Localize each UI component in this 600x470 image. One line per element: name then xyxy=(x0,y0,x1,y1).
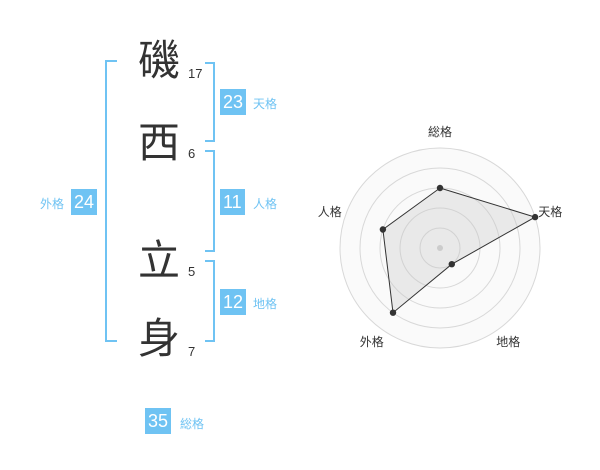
name-char-2: 西 xyxy=(138,118,181,167)
radar-axis-label-4: 外格 xyxy=(360,334,384,349)
jinkaku-bracket xyxy=(205,150,215,252)
radar-ring-1 xyxy=(419,227,461,269)
gaikaku-label: 外格 xyxy=(40,197,65,211)
name-char-1: 磯 xyxy=(138,36,181,85)
tenkaku-bracket xyxy=(205,62,215,142)
jinkaku-label: 人格 xyxy=(253,197,278,211)
tenkaku-badge: 23 xyxy=(220,89,247,115)
jinkaku-badge: 11 xyxy=(220,189,245,215)
chikaku-label: 地格 xyxy=(253,297,278,311)
radar-point-1 xyxy=(436,184,444,192)
chikaku-bracket xyxy=(205,260,215,342)
name-char-3: 立 xyxy=(138,236,181,285)
radar-axis-label-5: 人格 xyxy=(318,204,342,219)
stroke-count-3: 5 xyxy=(188,264,196,279)
soukaku-badge: 35 xyxy=(145,408,172,434)
stroke-count-2: 6 xyxy=(188,146,196,161)
name-char-4: 身 xyxy=(138,314,181,363)
gaikaku-bracket xyxy=(105,60,117,342)
radar-point-3 xyxy=(448,261,455,268)
radar-series-polygon xyxy=(382,187,537,314)
gaikaku-badge: 24 xyxy=(71,189,98,215)
radar-point-2 xyxy=(531,213,539,221)
radar-ring-4 xyxy=(359,167,521,329)
radar-axis-label-1: 総格 xyxy=(428,124,452,139)
radar-axis-label-2: 天格 xyxy=(538,204,562,219)
radar-center-dot xyxy=(437,245,443,251)
tenkaku-label: 天格 xyxy=(253,97,278,111)
soukaku-label: 総格 xyxy=(180,417,205,431)
radar-point-5 xyxy=(379,226,387,233)
radar-axis-label-3: 地格 xyxy=(496,334,520,349)
chikaku-badge: 12 xyxy=(220,289,247,315)
radar-point-4 xyxy=(389,309,397,316)
stroke-count-4: 7 xyxy=(188,344,196,359)
stroke-count-1: 17 xyxy=(188,66,203,81)
